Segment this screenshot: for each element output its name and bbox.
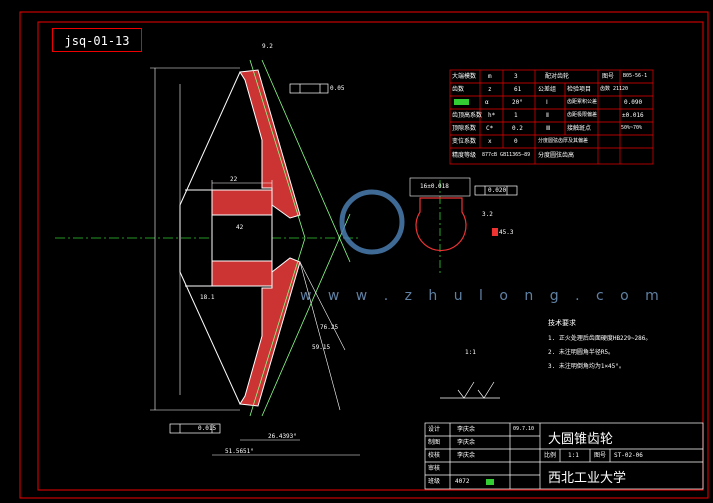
param-sym: x [488,138,492,145]
tb-name: 李庆余 [457,426,476,433]
dim-len-b: 59.15 [312,344,331,351]
keyway-view [409,177,518,252]
dim-len-a: 76.25 [320,324,339,331]
param-val: 61 [514,86,522,93]
param-name: 顶隙系数 [452,125,477,132]
roughness-symbols [440,381,500,399]
note-item: 2. 未注明圆角半径R5。 [548,349,615,356]
tb-date: 09.7.10 [513,426,535,432]
dim-bore: 42 [236,224,244,231]
mid-b: 图号 [602,73,615,80]
param-sym: z [488,86,492,93]
note-item: 3. 未注明倒角均为1×45°。 [548,363,625,370]
mid-c: B05-56-1 [623,73,648,79]
tolerance-frame-bottom [169,423,221,434]
param-name: 变位系数 [452,138,477,145]
tb-name: 李庆余 [457,452,476,459]
mid-a: 配对齿轮 [545,73,570,80]
dim-hub-width: 22 [230,176,238,183]
param-val: 0 [514,138,518,145]
scale-value: 1:1 [568,452,579,459]
param-sym: m [488,73,492,80]
tb-class: 4072 [455,478,470,485]
param-name: 大端模数 [452,73,477,80]
param-val: 0.2 [512,125,523,132]
dim-face-width: 9.2 [262,43,273,50]
dim-keyway: 16±0.018 [420,183,449,190]
mid-c: 齿数 21120 [600,86,629,92]
param-val: 3 [514,73,518,80]
param-name: 齿数 [452,86,465,93]
param-name: 精度等级 [452,152,477,159]
mid-c: 0.090 [624,99,643,106]
tb-role: 制图 [428,439,441,446]
drawing-id-label: jsq-01-13 [64,34,130,48]
dim-tol-top: 0.05 [330,85,345,92]
param-sym: C* [486,125,494,132]
param-name: 齿顶高系数 [452,112,483,119]
dim-keyway-depth: 45.3 [499,229,514,236]
school-name: 西北工业大学 [548,471,627,486]
dim-angle-a: 26.4393° [268,433,297,440]
dim-side: 18.1 [200,294,215,301]
notes-title: 技术要求 [548,319,576,327]
dim-small-r: 3.2 [482,211,493,218]
drawing-no: ST-02-06 [614,452,643,459]
mid-b: 分度圆弦齿高 [538,152,575,159]
param-sym: h* [488,112,496,119]
watermark-text: w w w . z h u l o n g . c o m [300,288,665,304]
scale-label: 比例 [544,452,557,459]
param-val: 20° [512,99,523,106]
part-name: 大圆锥齿轮 [548,432,614,447]
inner-frame [37,21,704,491]
detail-scale: 1:1 [465,349,476,356]
outer-frame [19,11,709,499]
drawing-id-box: jsq-01-13 [52,28,142,52]
dim-angle-b: 51.5651° [225,448,254,455]
tb-role: 班级 [428,478,441,485]
tb-role: 设计 [428,426,441,433]
mid-b: 齿距极限偏差 [567,112,598,118]
tb-role: 校核 [428,452,441,459]
param-val: 1 [514,112,518,119]
tb-role: 审核 [428,465,441,472]
mid-c: 50%~70% [621,125,643,131]
param-val: 877cB GB11365—89 [482,152,531,158]
mid-a: Ⅰ [546,99,548,106]
mid-a: 公差组 [538,86,557,93]
mid-a: Ⅲ [546,125,551,132]
pitch-cone-lines [249,59,351,417]
tb-name: 李庆余 [457,439,476,446]
dimension-lines [150,67,360,456]
mid-b: 分度圆弦齿厚及其偏差 [538,138,589,144]
parameter-table-grid [449,69,654,165]
note-item: 1. 正火处理后齿面硬度HB229~286。 [548,335,652,342]
dim-tol-bottom: 0.015 [198,425,217,432]
mid-a: Ⅱ [546,112,549,119]
watermark-logo [339,189,405,255]
param-sym: α [485,99,489,106]
mid-b: 接触斑点 [567,125,592,132]
mid-c: ±0.016 [622,112,644,119]
gear-section [179,69,301,407]
title-block-grid [424,422,704,490]
tolerance-frame-top [289,83,329,94]
drawing-no-label: 图号 [594,452,607,459]
mid-b: 齿距累积公差 [567,99,598,105]
mid-b: 检验项目 [567,86,592,93]
dim-keyway-tol: 0.020 [488,187,507,194]
